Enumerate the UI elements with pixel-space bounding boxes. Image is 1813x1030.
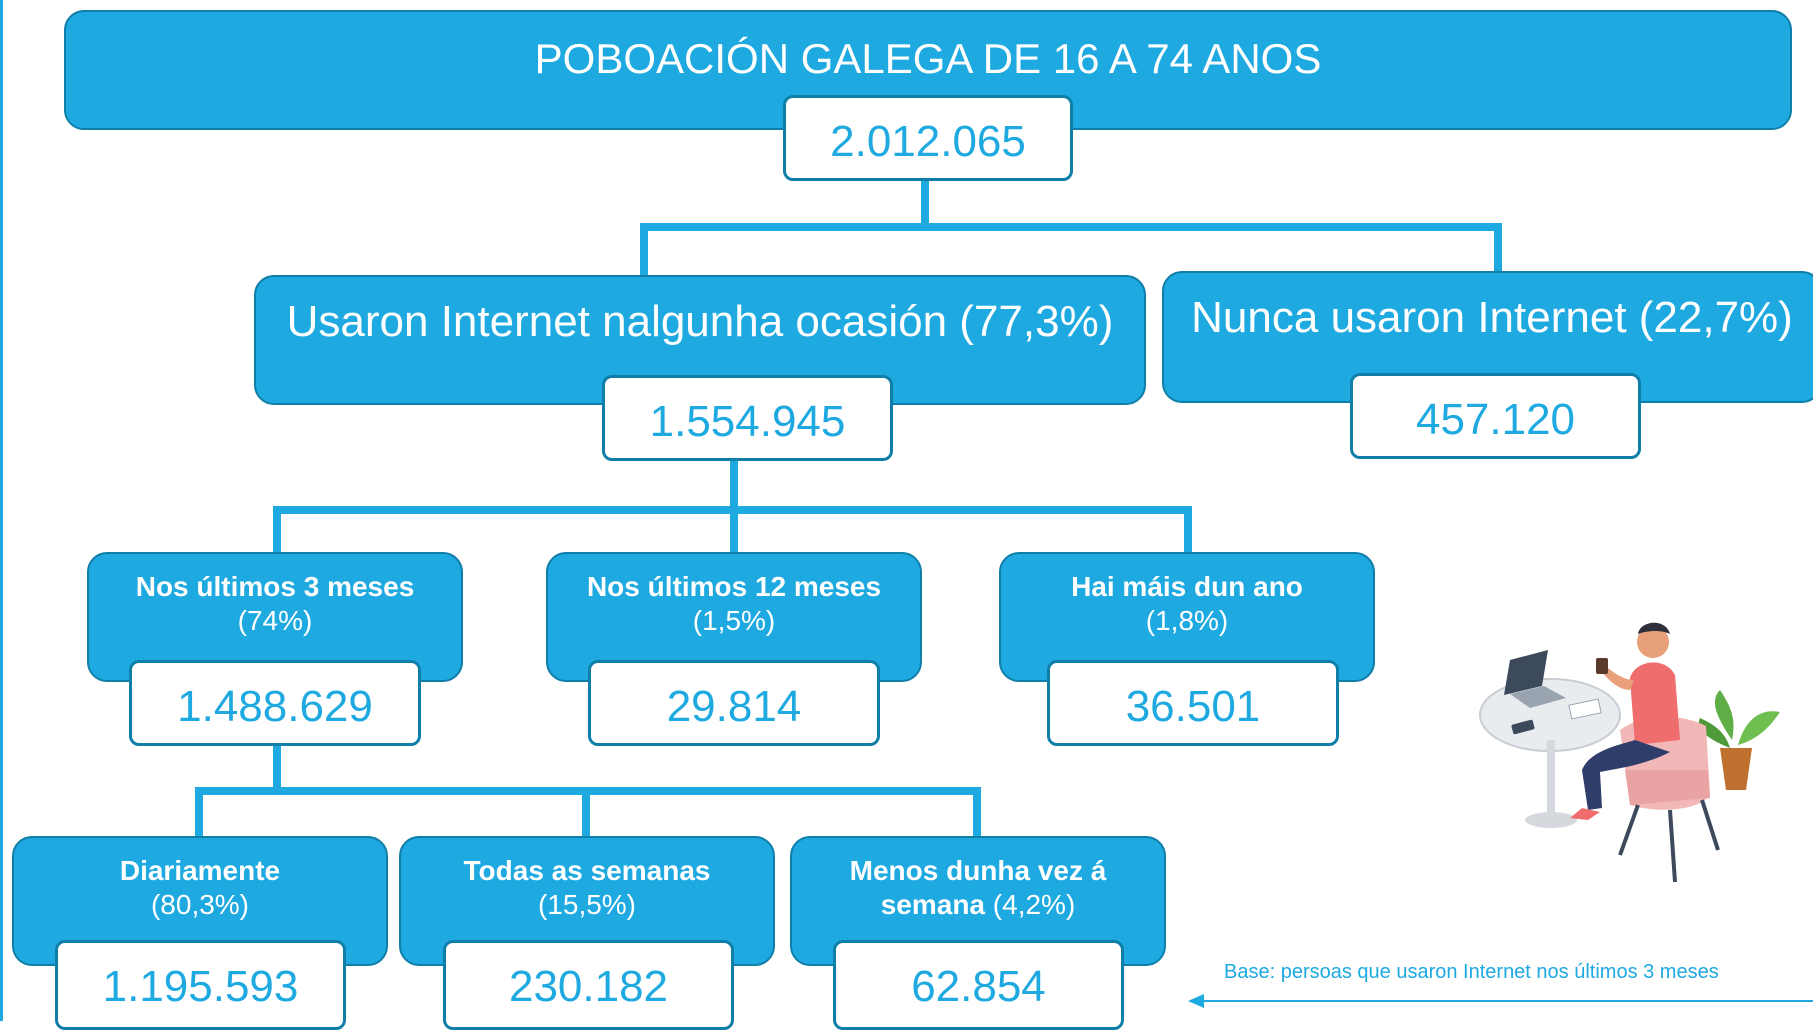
connector-l3b-down [582,787,590,837]
never-used-value: 457.120 [1415,395,1576,444]
connector-l2b-down [730,506,738,554]
daily-title: Diariamente [119,855,281,886]
weekly-pct: (15,5%) [537,889,637,920]
root-value-box: 2.012.065 [783,95,1073,181]
weekly-title: Todas as semanas [463,855,711,886]
daily-value: 1.195.593 [102,962,299,1011]
connector-l1-down [730,455,738,513]
connector-l2a-down [273,506,281,554]
last-3-months-pct: (74%) [237,605,313,636]
less-than-weekly-value: 62.854 [911,962,1046,1011]
more-than-year-value: 36.501 [1125,682,1261,731]
root-value: 2.012.065 [830,117,1026,166]
less-than-weekly-title-line2: semana (4,2%) [792,888,1164,922]
daily-pct: (80,3%) [150,889,250,920]
never-used-title: Nunca usaron Internet (22,7%) [1191,293,1793,342]
used-internet-value: 1.554.945 [649,397,846,446]
root-title: POBOACIÓN GALEGA DE 16 A 74 ANOS [534,35,1322,82]
last-12-months-value-box: 29.814 [588,660,880,746]
used-internet-value-box: 1.554.945 [602,375,893,461]
more-than-year-value-box: 36.501 [1047,660,1339,746]
connector-l3c-down [973,787,981,837]
left-edge-bar [0,0,3,1021]
last-3-months-value: 1.488.629 [177,682,373,731]
base-note-arrow [1188,994,1813,1008]
daily-value-box: 1.195.593 [55,940,346,1030]
last-3-months-value-box: 1.488.629 [129,660,421,746]
connector-l2c-down [1184,506,1192,554]
used-internet-title: Usaron Internet nalgunha ocasión (77,3%) [286,297,1114,346]
less-than-weekly-pct: (4,2%) [992,889,1076,920]
last-12-months-title: Nos últimos 12 meses [586,571,882,602]
more-than-year-title: Hai máis dun ano [1071,571,1303,602]
connector-left-down [640,223,648,275]
never-used-value-box: 457.120 [1350,373,1641,459]
person-with-laptop-illustration [1479,622,1780,883]
connector-l2-down [273,742,281,792]
connector-root-down [921,178,929,228]
connector-l3a-down [195,787,203,837]
base-note: Base: persoas que usaron Internet nos úl… [1224,961,1719,983]
more-than-year-pct: (1,8%) [1145,605,1229,636]
less-than-weekly-title-bold: semana [880,889,986,920]
weekly-value-box: 230.182 [443,940,734,1030]
less-than-weekly-title-line1: Menos dunha vez á [849,855,1107,886]
weekly-value: 230.182 [508,962,669,1011]
last-12-months-pct: (1,5%) [692,605,776,636]
last-12-months-value: 29.814 [666,682,802,731]
connector-right-down [1494,223,1502,273]
less-than-weekly-value-box: 62.854 [833,940,1124,1030]
never-used-box: Nunca usaron Internet (22,7%) [1162,271,1813,403]
connector-root-horizontal [640,223,1502,231]
last-3-months-title: Nos últimos 3 meses [135,571,415,602]
